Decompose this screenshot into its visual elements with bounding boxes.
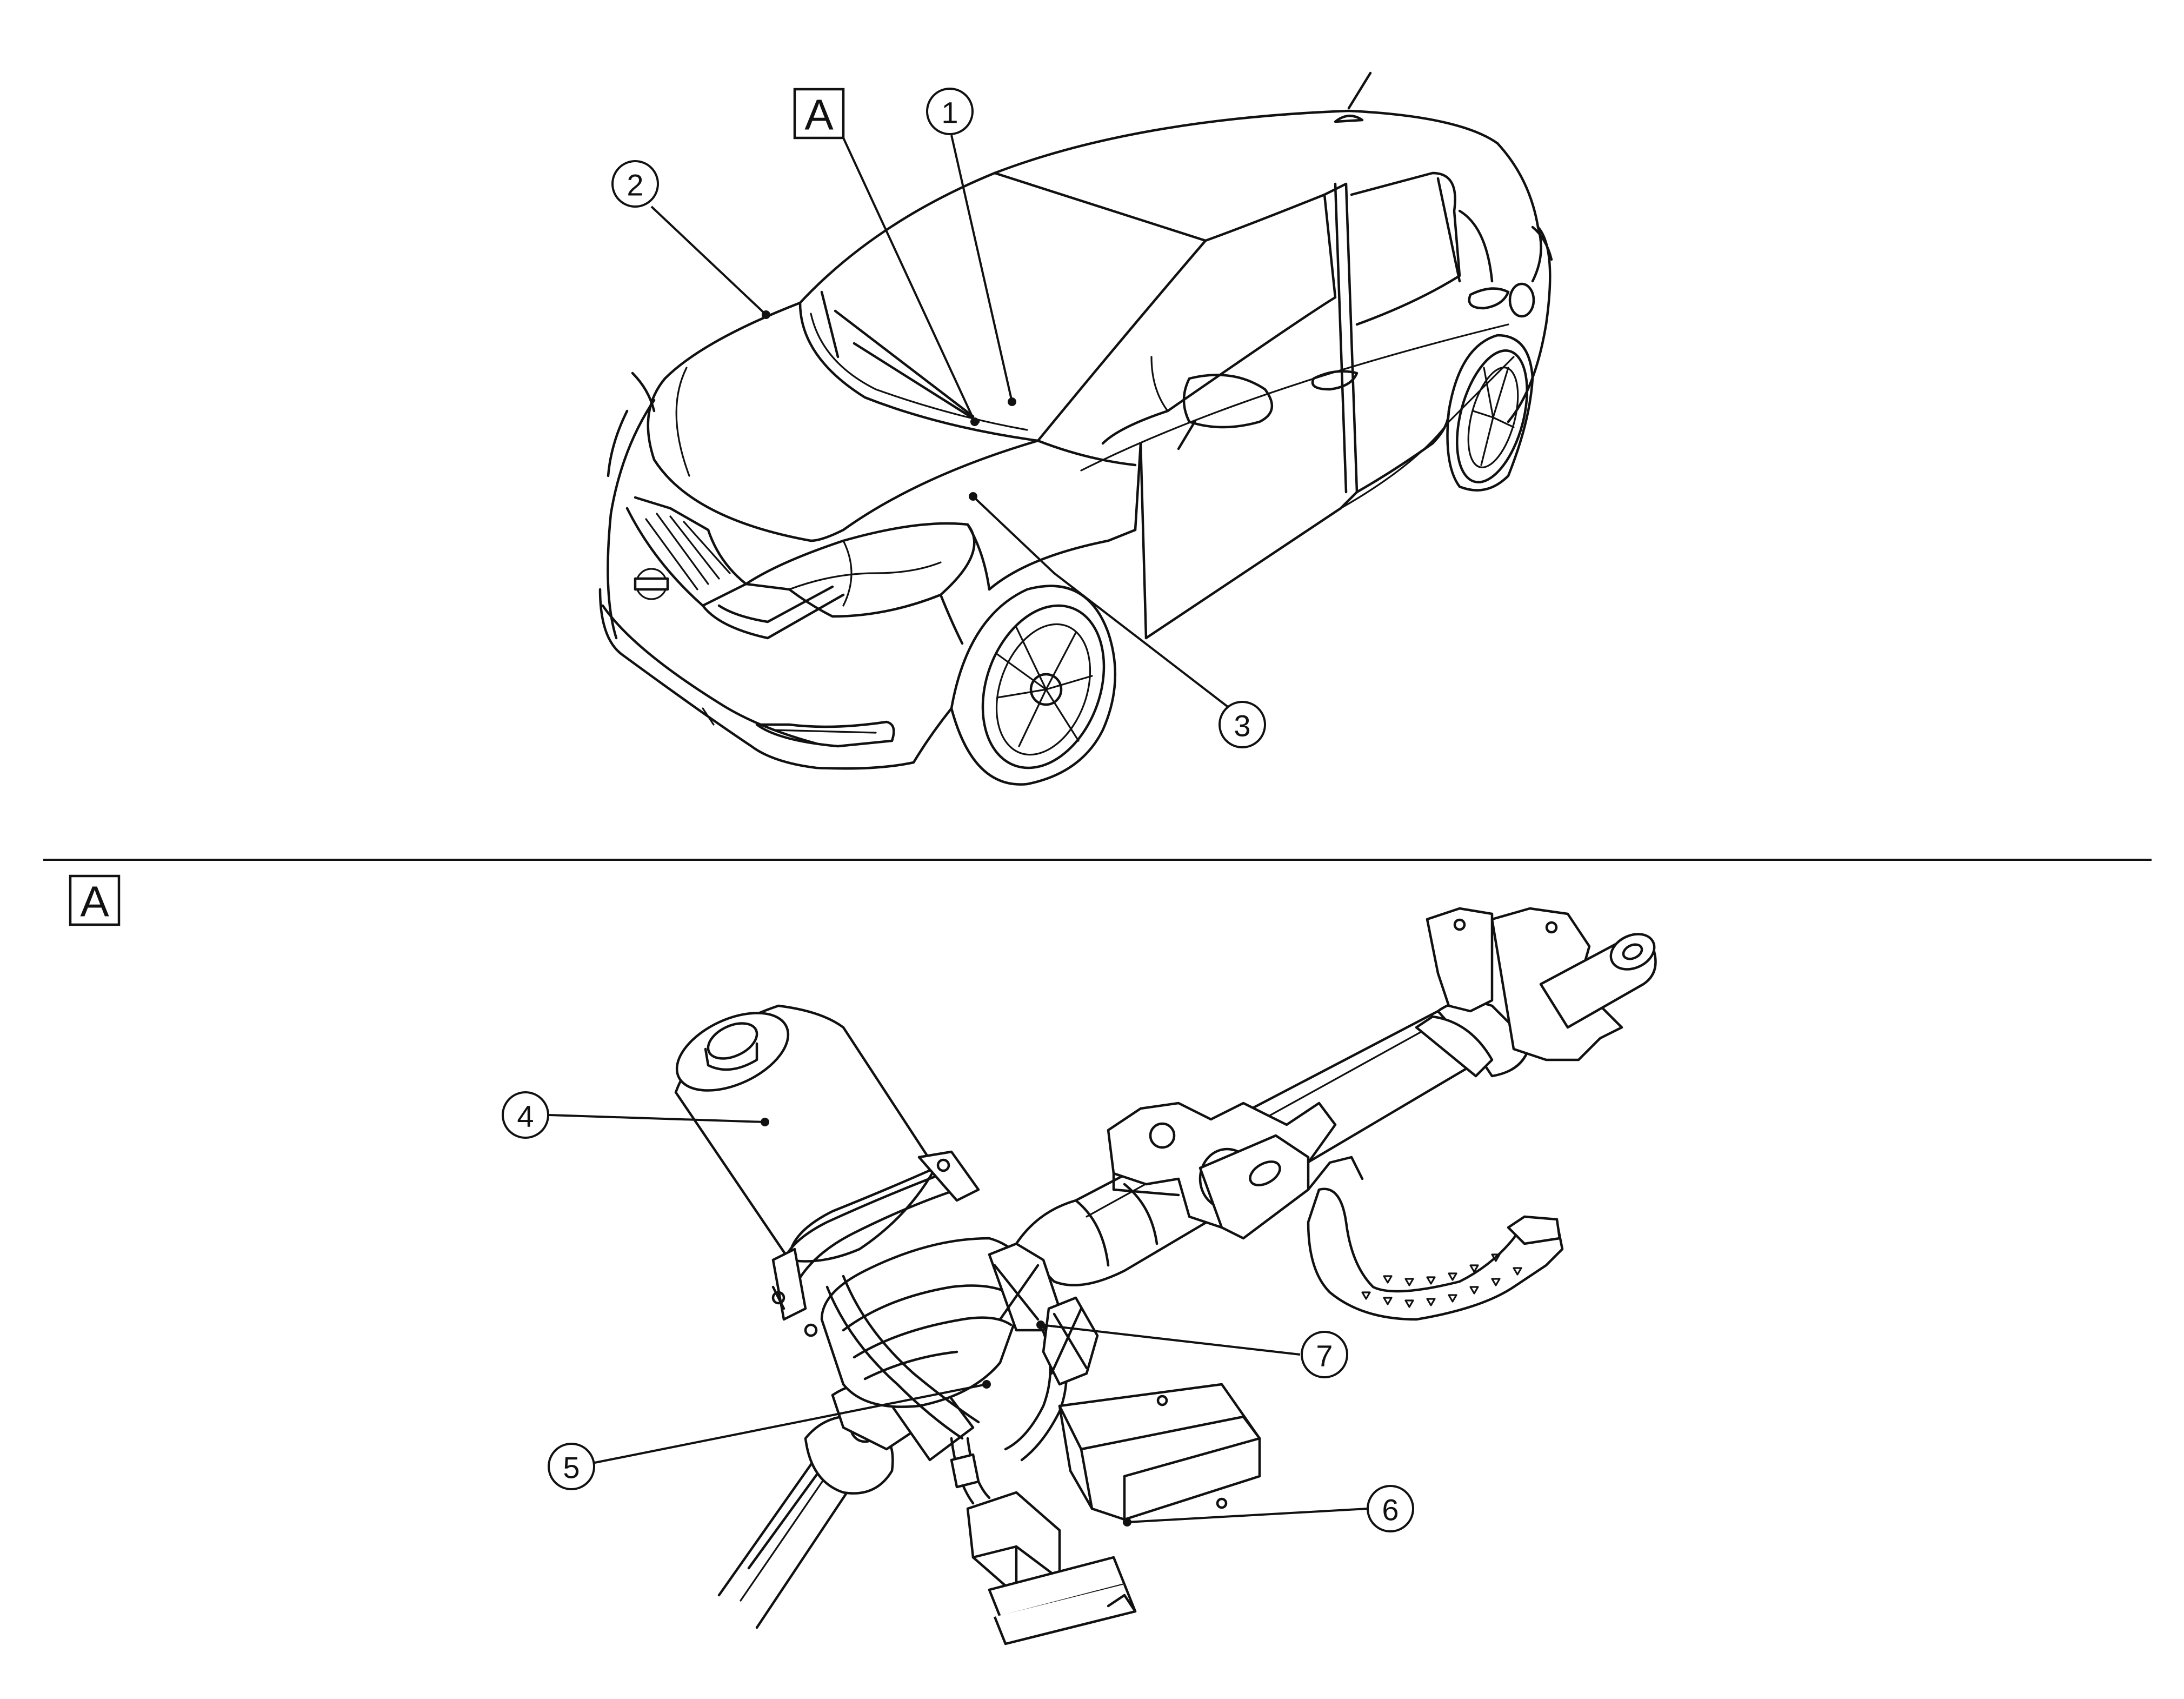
callout-1: 1 (926, 88, 974, 135)
callout-4-label: 4 (517, 1099, 534, 1133)
callout-4: 4 (502, 1091, 549, 1139)
callout-3: 3 (1218, 701, 1266, 748)
leader-line-2 (650, 205, 767, 316)
leader-line-5 (594, 1383, 987, 1464)
callout-5-label: 5 (563, 1451, 580, 1485)
car-illustration (598, 71, 1553, 786)
view-marker-a-top: A (793, 88, 845, 140)
leader-line-a (842, 137, 976, 422)
steering-column-illustration (674, 907, 1657, 1645)
leader-line-4 (548, 1114, 765, 1123)
leader-line-3 (972, 495, 1231, 709)
callout-2: 2 (611, 160, 659, 208)
callout-6: 6 (1367, 1485, 1414, 1532)
callout-2-label: 2 (627, 168, 643, 202)
leader-line-6 (1127, 1508, 1368, 1523)
leader-line-7 (1040, 1324, 1301, 1356)
view-marker-a-top-text: A (804, 91, 834, 139)
callout-1-label: 1 (941, 96, 958, 130)
view-marker-a-detail: A (69, 874, 121, 926)
view-marker-a-detail-text: A (80, 878, 109, 926)
callout-6-label: 6 (1382, 1493, 1399, 1527)
callout-5: 5 (548, 1443, 595, 1490)
callout-7-label: 7 (1316, 1339, 1333, 1373)
leader-line-1 (950, 135, 1013, 402)
callout-7: 7 (1301, 1331, 1348, 1378)
callout-3-label: 3 (1234, 709, 1250, 743)
